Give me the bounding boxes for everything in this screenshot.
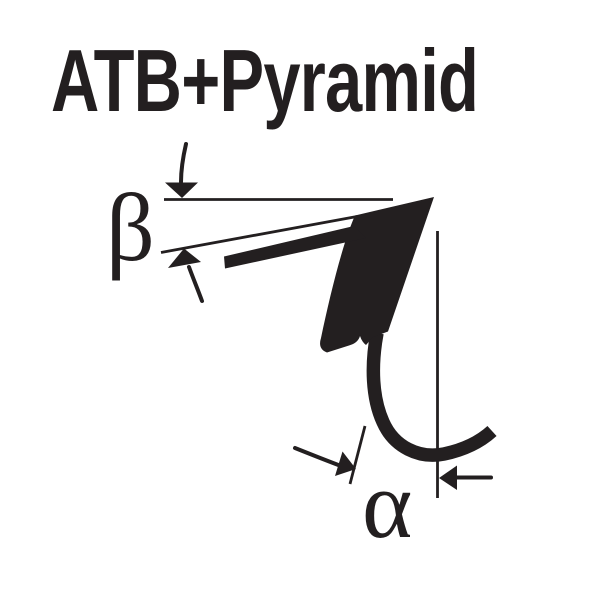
right-arrow-tail bbox=[293, 446, 343, 468]
top-bevel-angle-label: β bbox=[106, 174, 155, 281]
tooth-top-bevel-bar bbox=[224, 226, 366, 269]
up-arrowhead-icon bbox=[168, 248, 201, 268]
left-arrowhead-icon bbox=[439, 465, 457, 490]
right-arrowhead-icon bbox=[335, 451, 356, 476]
page-title: ATB+Pyramid bbox=[51, 31, 479, 130]
down-arrowhead-icon bbox=[165, 182, 198, 198]
down-arrow-tail bbox=[179, 142, 188, 184]
hook-angle-label: α bbox=[362, 451, 413, 558]
bevel-reference-line bbox=[160, 215, 358, 254]
hook-angle-tick-line bbox=[348, 425, 367, 485]
up-arrow-tail bbox=[187, 265, 204, 303]
gullet-curve bbox=[366, 331, 497, 462]
